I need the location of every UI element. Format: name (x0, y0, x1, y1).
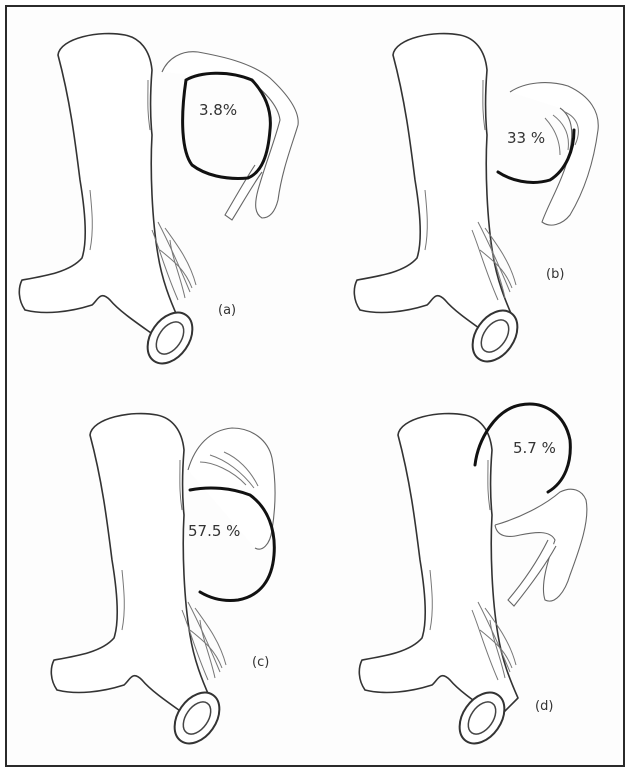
percent-label-c: 57.5 % (188, 522, 240, 540)
panel-d: 5.7 % (d) (359, 404, 587, 752)
panel-b: 33 % (b) (354, 34, 598, 370)
panel-label-c: (c) (252, 655, 269, 670)
panel-a: 3.8% (a) (19, 34, 298, 372)
percent-label-a: 3.8% (199, 101, 237, 119)
sac-outline-a (183, 73, 271, 178)
panel-c: 57.5 % (c) (51, 414, 275, 752)
percent-label-d: 5.7 % (513, 439, 556, 457)
vessel-branch-b (510, 83, 598, 225)
vessel-branch-d (495, 489, 587, 601)
panel-label-a: (a) (218, 303, 236, 318)
panel-label-d: (d) (535, 699, 553, 714)
percent-label-b: 33 % (507, 129, 545, 147)
panel-label-b: (b) (546, 267, 564, 282)
